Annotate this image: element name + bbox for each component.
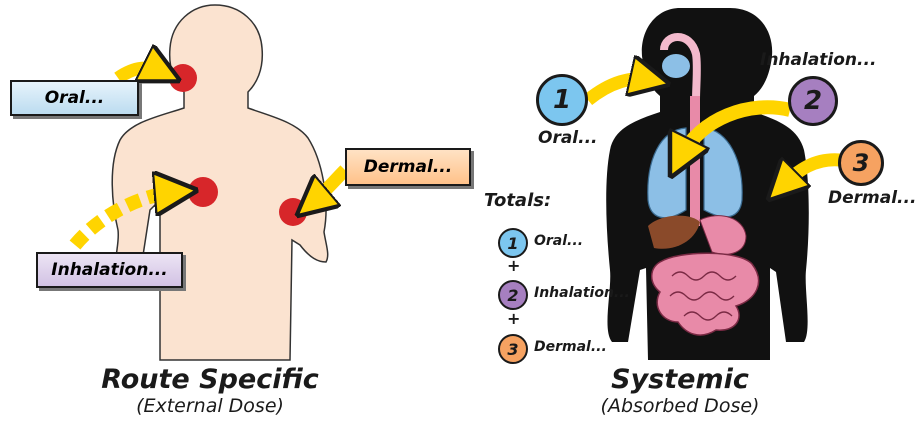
badge-inhalation: 2 (788, 76, 838, 126)
totals-plus-2: + (507, 309, 520, 328)
systemic-dermal-label: Dermal... (828, 188, 916, 208)
left-body-silhouette (112, 5, 327, 360)
totals-plus-1: + (507, 256, 520, 275)
systemic-inhalation-label: Inhalation... (760, 50, 876, 70)
oral-arrow (118, 68, 162, 78)
dermal-label: Dermal... (364, 157, 452, 177)
systemic-oral-label: Oral... (538, 128, 598, 148)
badge-dermal: 3 (838, 140, 884, 186)
dermal-label-box: Dermal... (345, 148, 471, 186)
systemic-oral-arrow (588, 79, 650, 100)
route-specific-title-block: Route Specific (External Dose) (90, 364, 330, 417)
totals-oral-label: Oral... (534, 233, 583, 249)
inhalation-label-box: Inhalation... (36, 252, 183, 288)
totals-dermal-label: Dermal... (534, 339, 607, 355)
oral-label-box: Oral... (10, 80, 139, 116)
inhalation-label: Inhalation... (51, 260, 167, 280)
trachea (690, 96, 700, 226)
totals-badge-inhalation: 2 (498, 280, 528, 310)
totals-badge-oral: 1 (498, 228, 528, 258)
inhalation-contact-spot (188, 177, 218, 207)
systemic-subtitle: (Absorbed Dose) (580, 395, 780, 417)
route-specific-title: Route Specific (90, 364, 330, 395)
systemic-title: Systemic (580, 364, 780, 395)
systemic-title-block: Systemic (Absorbed Dose) (580, 364, 780, 417)
totals-badge-dermal: 3 (498, 334, 528, 364)
oral-contact-spot (169, 64, 197, 92)
dermal-contact-spot (279, 198, 307, 226)
sinus-cavity (662, 54, 690, 78)
totals-inhalation-label: Inhalation... (534, 285, 630, 301)
route-specific-subtitle: (External Dose) (90, 395, 330, 417)
totals-heading: Totals: (484, 190, 551, 211)
oral-label: Oral... (45, 88, 105, 108)
badge-oral: 1 (536, 74, 588, 126)
